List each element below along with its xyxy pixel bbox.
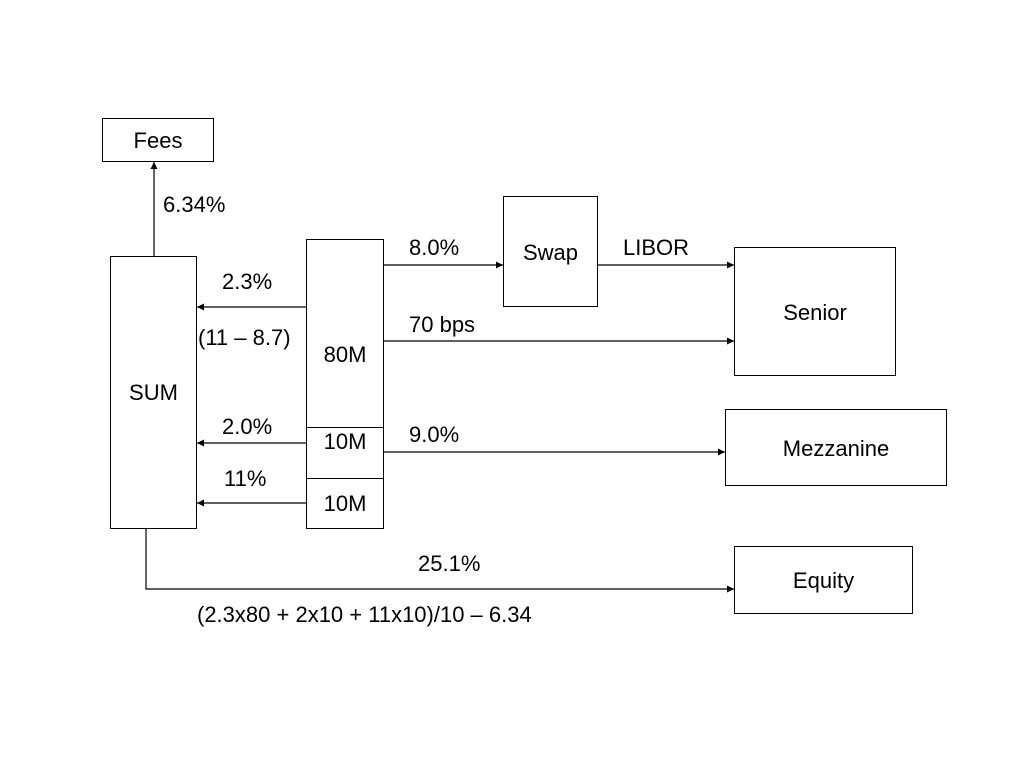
tranche-10m-equity-label: 10M — [323, 491, 367, 516]
spread-label: 70 bps — [409, 312, 476, 337]
senior-label: Senior — [783, 300, 847, 325]
swap-input-rate-label: 8.0% — [409, 235, 460, 260]
equity-return-label: 25.1% — [418, 551, 481, 576]
libor-label: LIBOR — [623, 235, 690, 260]
mezzanine-box: Mezzanine — [725, 409, 947, 486]
swap-box: Swap — [503, 196, 598, 307]
tranche-divider-lower — [307, 478, 383, 479]
tranche-divider-upper — [307, 427, 383, 428]
senior-excess-rate-label: 2.3% — [222, 269, 273, 294]
swap-label: Swap — [522, 240, 579, 265]
mezzanine-label: Mezzanine — [782, 436, 890, 461]
tranche-80m-label: 80M — [323, 342, 367, 367]
fees-label: Fees — [133, 128, 183, 153]
tranche-stack: 80M 10M 10M — [306, 239, 384, 529]
sum-box: SUM — [110, 256, 197, 529]
sum-label: SUM — [129, 380, 178, 405]
senior-excess-formula-label: (11 – 8.7) — [198, 325, 291, 350]
equity-label: Equity — [792, 568, 855, 593]
fees-rate-label: 6.34% — [163, 192, 226, 217]
fees-box: Fees — [102, 118, 214, 162]
tranche-10m-mezz-label: 10M — [323, 429, 367, 454]
arrow-sum-to-equity — [145, 529, 734, 593]
equity-box: Equity — [734, 546, 913, 614]
senior-box: Senior — [734, 247, 896, 376]
equity-formula-label: (2.3x80 + 2x10 + 11x10)/10 – 6.34 — [197, 602, 532, 627]
mezzanine-rate-label: 9.0% — [409, 422, 460, 447]
equity-tranche-rate-label: 11% — [224, 466, 267, 491]
mezz-excess-rate-label: 2.0% — [222, 414, 273, 439]
